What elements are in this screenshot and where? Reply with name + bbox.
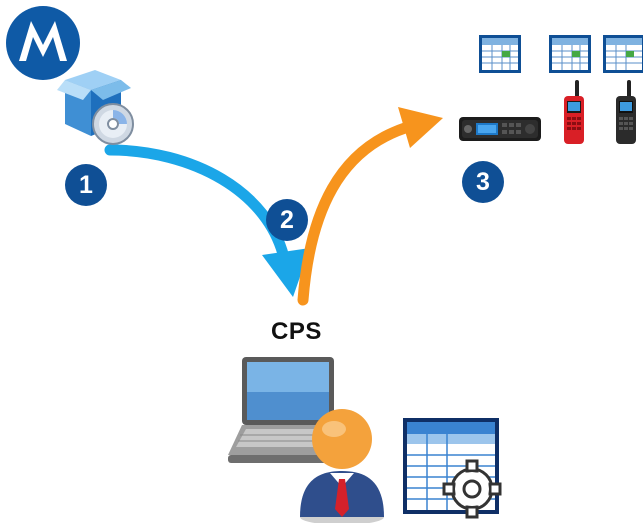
- cps-label: CPS: [271, 318, 322, 346]
- user-icon: [296, 405, 388, 523]
- portable-radio-black-icon: [613, 80, 639, 146]
- codeplug-icon: [602, 34, 643, 74]
- portable-radio-red-icon: [561, 80, 587, 146]
- arrow-cps-to-radios: [303, 128, 405, 300]
- step-badge-1: 1: [65, 164, 107, 206]
- arrow-install-to-cps: [110, 150, 285, 262]
- software-package-icon: [55, 62, 141, 148]
- step-badge-3: 3: [462, 161, 504, 203]
- arrow-head-orange: [398, 107, 443, 148]
- codeplug-icon: [548, 34, 592, 74]
- step-badge-2: 2: [266, 199, 308, 241]
- config-sheet-gear-icon: [402, 417, 504, 517]
- mobile-radio-icon: [458, 115, 542, 143]
- codeplug-icon: [478, 34, 522, 74]
